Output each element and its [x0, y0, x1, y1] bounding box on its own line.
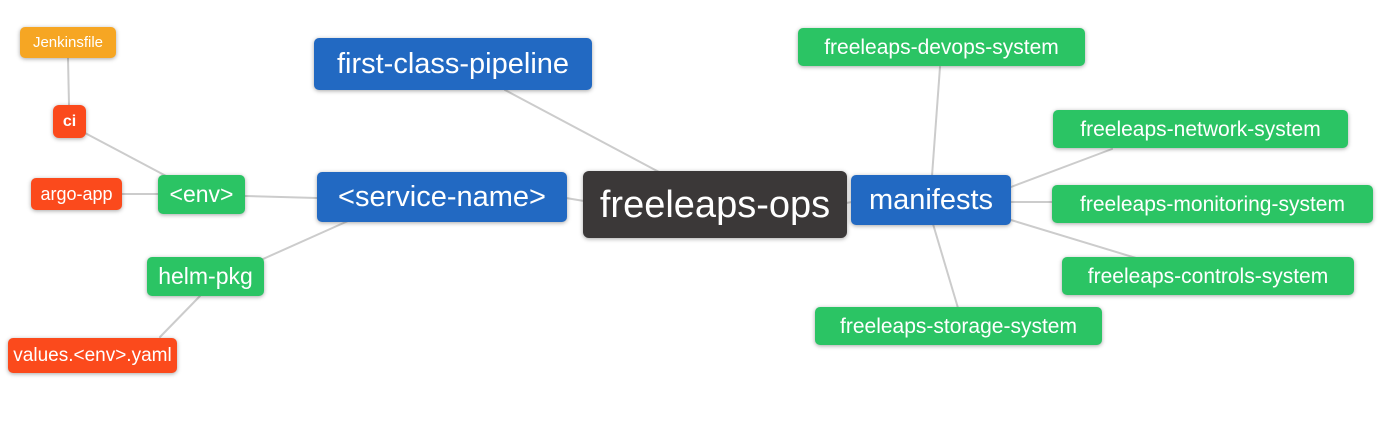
node-freeleaps-devops-system[interactable]: freeleaps-devops-system [798, 28, 1085, 66]
node-freeleaps-storage-system[interactable]: freeleaps-storage-system [815, 307, 1102, 345]
node-first-class-pipeline[interactable]: first-class-pipeline [314, 38, 592, 90]
node-freeleaps-network-system[interactable]: freeleaps-network-system [1053, 110, 1348, 148]
node-freeleaps-ops[interactable]: freeleaps-ops [583, 171, 847, 238]
node-freeleaps-monitoring-system[interactable]: freeleaps-monitoring-system [1052, 185, 1373, 223]
edge-manifests-devops-system [931, 66, 941, 177]
edge-jenkinsfile-ci [67, 57, 70, 106]
edge-values-helm-pkg [159, 295, 201, 338]
node-service-name[interactable]: <service-name> [317, 172, 567, 222]
edge-helm-pkg-service-name [262, 220, 349, 260]
node-argo-app[interactable]: argo-app [31, 178, 122, 210]
edge-manifests-network-system [1010, 148, 1113, 188]
node-freeleaps-controls-system[interactable]: freeleaps-controls-system [1062, 257, 1354, 295]
edge-env-service-name [244, 195, 318, 199]
node-manifests[interactable]: manifests [851, 175, 1011, 225]
edge-manifests-controls-system [1010, 219, 1137, 259]
node-jenkinsfile[interactable]: Jenkinsfile [20, 27, 116, 58]
edge-service-freeleaps-ops [565, 197, 585, 202]
node-values-env-yaml[interactable]: values.<env>.yaml [8, 338, 177, 373]
node-helm-pkg[interactable]: helm-pkg [147, 257, 264, 296]
edge-pipeline-freeleaps-ops [504, 89, 660, 173]
node-env[interactable]: <env> [158, 175, 245, 214]
edge-manifests-storage-system [932, 223, 959, 309]
edge-ci-env [84, 132, 169, 178]
node-ci[interactable]: ci [53, 105, 86, 138]
